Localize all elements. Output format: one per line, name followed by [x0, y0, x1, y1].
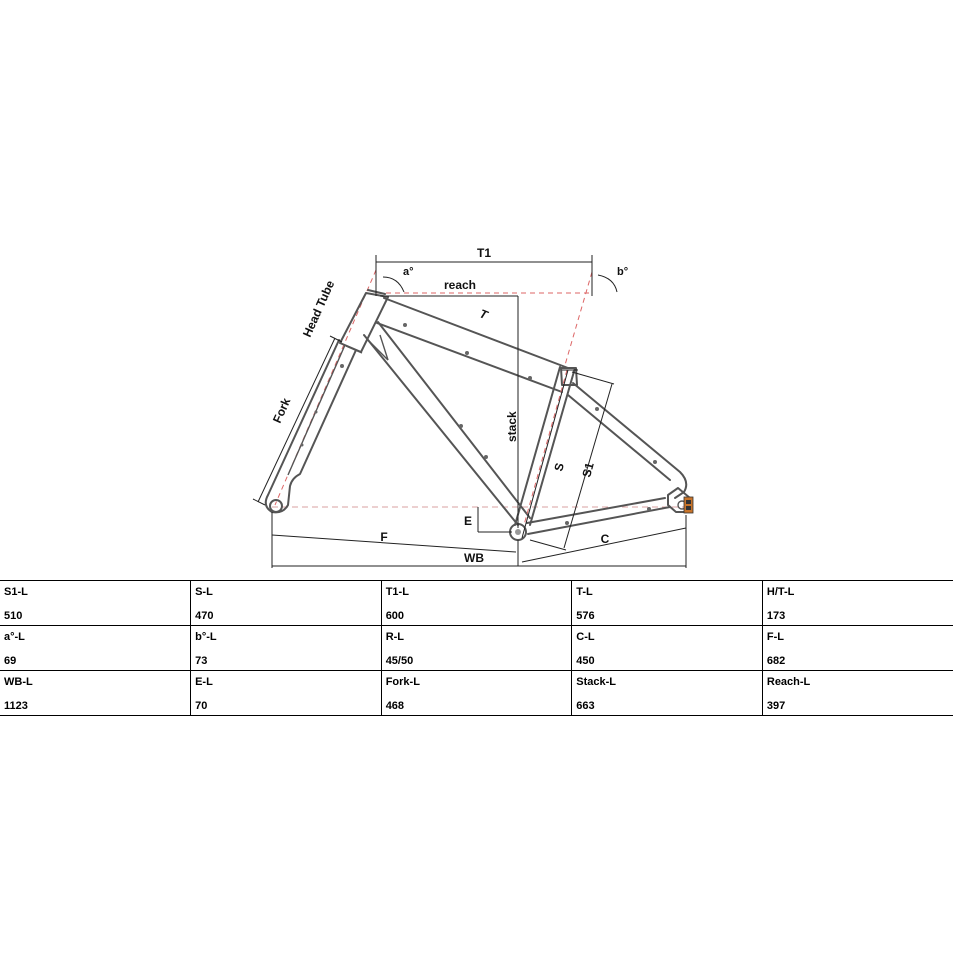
table-cell: C-L 450 — [571, 625, 763, 671]
geometry-table-body: S1-L 510 S-L 470 T1-L 600 T-L 576 H/T-L 173 a°-L 69… — [0, 580, 953, 716]
cell-value: 73 — [195, 655, 208, 667]
cell-label: S1-L — [4, 586, 28, 598]
fork-bolt — [340, 364, 344, 368]
head-tube-label: Head Tube — [300, 278, 338, 339]
table-cell: E-L 70 — [190, 670, 382, 716]
cell-value: 173 — [766, 610, 786, 622]
c-dimension: C — [517, 515, 687, 568]
cell-value: 69 — [4, 655, 17, 667]
cell-value: 663 — [576, 700, 595, 712]
b-angle-label: b° — [617, 266, 628, 278]
front-dropout — [269, 499, 283, 513]
down-tube — [363, 321, 531, 526]
cell-value: 600 — [385, 610, 405, 622]
chain-stay — [526, 497, 671, 535]
cell-value: 470 — [195, 610, 214, 622]
cell-label: Reach-L — [766, 676, 811, 688]
table-row: a°-L 69 b°-L 73 R-L 45/50 C-L 450 F-L 682 — [0, 625, 953, 671]
c-label: C — [601, 532, 610, 546]
rear-dropout — [667, 487, 694, 514]
cell-label: H/T-L — [766, 586, 795, 598]
cell-value: 45/50 — [385, 655, 414, 667]
s1-label: S1 — [579, 461, 596, 479]
cell-label: b°-L — [195, 631, 217, 643]
table-cell: b°-L 73 — [190, 625, 382, 671]
cell-label: Stack-L — [576, 676, 617, 688]
bike-geometry-diagram: T1 reach a° b° T Head Tube Fork stack S — [252, 246, 694, 568]
table-cell: a°-L 69 — [0, 625, 192, 671]
a-angle-label: a° — [403, 266, 414, 278]
a-angle-marker: a° — [382, 266, 414, 293]
seat-tube — [514, 366, 578, 526]
cell-label: S-L — [195, 586, 213, 598]
cell-value: 450 — [576, 655, 595, 667]
seat-stay — [567, 382, 688, 499]
cell-value: 468 — [385, 700, 405, 712]
s-dimension: S — [521, 369, 578, 539]
table-cell: S1-L 510 — [0, 580, 192, 626]
f-dimension: F — [271, 512, 517, 568]
seat-angle-extension — [564, 271, 593, 366]
table-cell: F-L 682 — [762, 625, 953, 671]
stack-dimension: stack — [505, 296, 519, 528]
fork — [264, 339, 357, 514]
b-angle-marker: b° — [597, 266, 628, 293]
geometry-table: S1-L 510 S-L 470 T1-L 600 T-L 576 H/T-L 173 a°-L 69… — [0, 580, 953, 716]
table-cell: R-L 45/50 — [381, 625, 573, 671]
cell-label: Fork-L — [385, 676, 420, 688]
reach-label: reach — [444, 278, 476, 292]
cell-label: E-L — [195, 676, 213, 688]
cell-label: C-L — [576, 631, 595, 643]
s1-dimension: S1 — [529, 371, 615, 551]
cell-value: 682 — [766, 655, 786, 667]
s-label: S — [551, 461, 567, 472]
top-tube — [376, 297, 569, 393]
table-cell: Stack-L 663 — [571, 670, 763, 716]
stack-label: stack — [505, 411, 519, 442]
table-row: WB-L 1123 E-L 70 Fork-L 468 Stack-L 663 Reach-L 3… — [0, 670, 953, 716]
table-cell: T-L 576 — [571, 580, 763, 626]
head-tube — [339, 289, 389, 354]
table-cell: WB-L 1123 — [0, 670, 192, 716]
t-label: T — [477, 306, 491, 322]
e-label: E — [464, 514, 472, 528]
t1-dimension: T1 — [375, 246, 593, 296]
wb-label: WB — [464, 551, 484, 565]
table-cell: S-L 470 — [190, 580, 382, 626]
cell-value: 397 — [766, 700, 786, 712]
cell-value: 576 — [576, 610, 595, 622]
e-dimension: E — [464, 507, 512, 533]
cell-label: T-L — [576, 586, 593, 598]
reach-dimension: reach — [380, 278, 518, 297]
fork-label: Fork — [270, 395, 293, 425]
head-angle-extension — [274, 269, 377, 506]
table-cell: Fork-L 468 — [381, 670, 573, 716]
cell-label: WB-L — [4, 676, 33, 688]
cell-value: 70 — [195, 700, 208, 712]
cell-value: 510 — [4, 610, 23, 622]
cell-label: F-L — [766, 631, 784, 643]
table-row: S1-L 510 S-L 470 T1-L 600 T-L 576 H/T-L 173 — [0, 580, 953, 626]
wb-dimension: WB — [272, 551, 686, 567]
f-label: F — [380, 530, 387, 544]
table-cell: H/T-L 173 — [762, 580, 953, 626]
cell-value: 1123 — [4, 700, 28, 712]
cell-label: T1-L — [385, 586, 409, 598]
t1-label: T1 — [477, 246, 491, 260]
table-cell: T1-L 600 — [381, 580, 573, 626]
table-cell: Reach-L 397 — [762, 670, 953, 716]
cell-label: a°-L — [4, 631, 25, 643]
cell-label: R-L — [385, 631, 405, 643]
